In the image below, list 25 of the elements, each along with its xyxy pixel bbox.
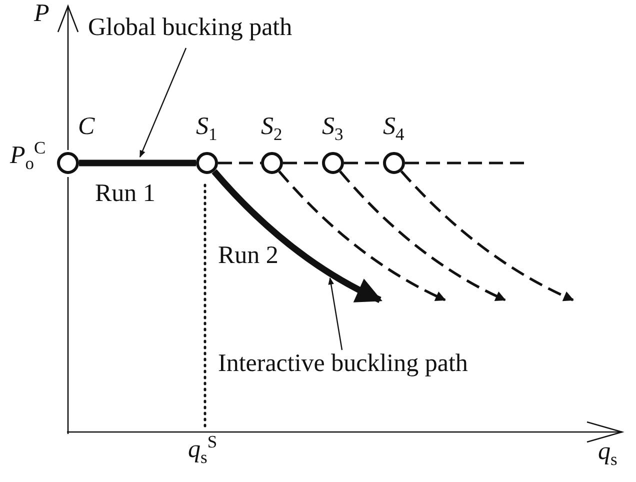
run-label: Run 2 [218,242,278,270]
point-label: C [78,113,95,140]
path-arrow [339,170,506,302]
leader-line [139,48,187,158]
axis-label: q$_{s}$ [598,438,618,466]
path-arrow [400,170,574,302]
run-label: Run 1 [95,180,156,208]
path-arrow [278,170,446,302]
path-label: Global bucking path [88,14,320,48]
path-line [218,162,261,164]
leader-line [328,277,343,350]
path-label: Interactive buckling path [218,350,518,384]
path-arrow [212,169,382,303]
axis-label: P [34,0,50,28]
state-circle [261,152,283,174]
state-circle [383,152,405,174]
point-label: S$_{1}$ [196,113,218,140]
point-label: S$_{3}$ [322,113,344,140]
state-circle [196,152,218,174]
point-label: S$_{4}$ [383,113,404,140]
path-line [79,160,196,166]
point-label: S$_{2}$ [261,113,282,140]
state-circle [57,152,79,174]
state-circle [322,152,344,174]
path-line [405,162,527,164]
